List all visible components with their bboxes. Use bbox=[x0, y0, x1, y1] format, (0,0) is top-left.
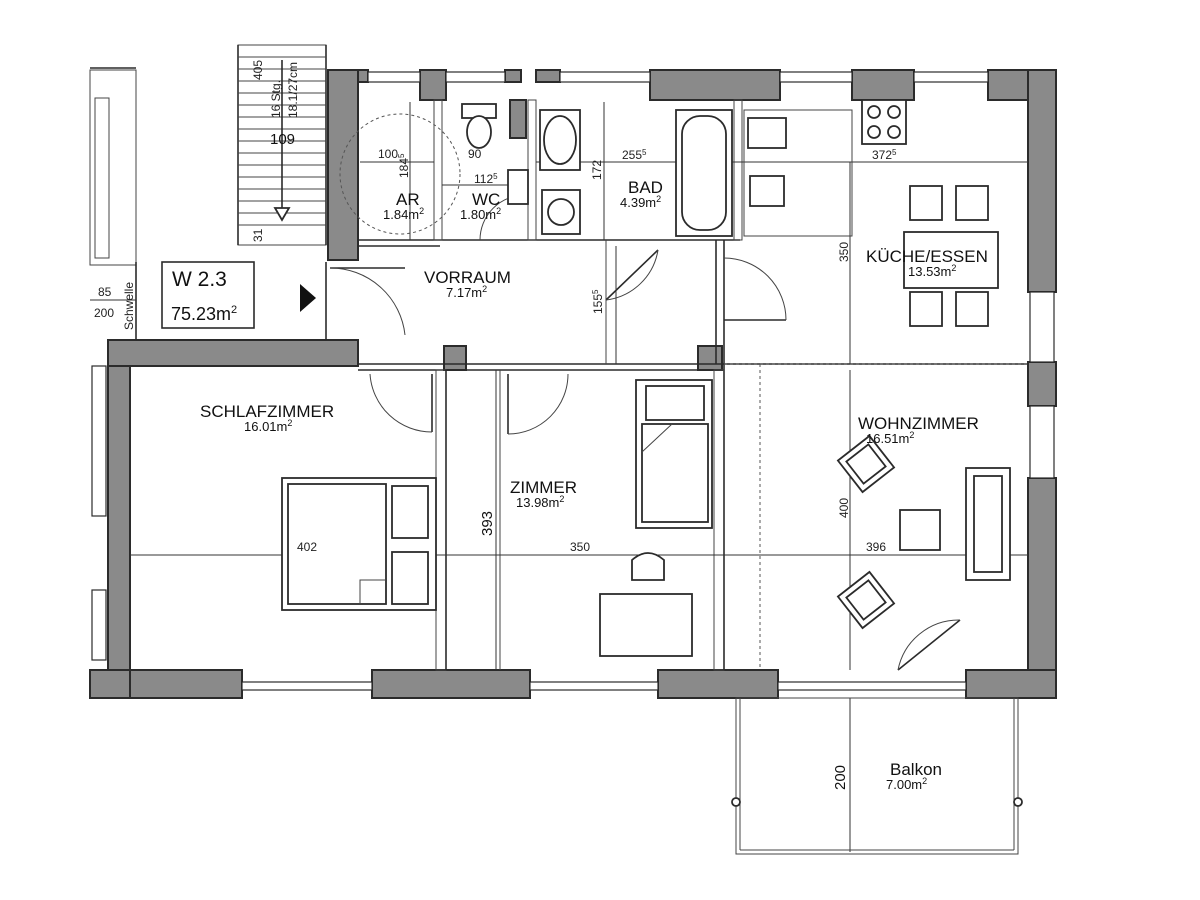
staircase: 405 16 Stg. 18.1/27cm 109 31 bbox=[237, 44, 327, 246]
room-area-wohnzimmer: 16.51m2 bbox=[866, 430, 914, 446]
dimension-lines bbox=[130, 102, 1028, 852]
dim-wc-width: 1125 bbox=[474, 172, 498, 186]
schwelle-label: Schwelle bbox=[122, 282, 136, 330]
dim-wohn-width: 396 bbox=[866, 540, 886, 554]
room-name-bad: BAD bbox=[628, 178, 663, 197]
room-name-wohnzimmer: WOHNZIMMER bbox=[858, 414, 979, 433]
dim-vorraum-width: 1555 bbox=[591, 289, 605, 314]
unit-label-box: W 2.3 75.23m2 85 200 Schwelle bbox=[90, 261, 327, 341]
furniture bbox=[281, 99, 1011, 657]
room-area-kueche: 13.53m2 bbox=[908, 263, 956, 279]
room-name-ar: AR bbox=[396, 190, 420, 209]
dim-balkon-depth: 200 bbox=[832, 765, 849, 790]
room-name-zimmer: ZIMMER bbox=[510, 478, 577, 497]
dim-ar-depth: 1845 bbox=[397, 153, 411, 178]
room-name-schlafzimmer: SCHLAFZIMMER bbox=[200, 402, 334, 421]
stair-rise: 18.1/27cm bbox=[286, 62, 300, 118]
doors bbox=[329, 113, 961, 671]
stair-bottom-dim: 31 bbox=[251, 228, 265, 242]
dim-kueche-width: 3725 bbox=[872, 148, 897, 162]
unit-area: 75.23m2 bbox=[171, 304, 237, 324]
room-name-kueche: KÜCHE/ESSEN bbox=[866, 247, 988, 266]
room-area-bad: 4.39m2 bbox=[620, 194, 661, 210]
room-area-schlafzimmer: 16.01m2 bbox=[244, 418, 292, 434]
stair-number: 109 bbox=[270, 131, 295, 148]
room-labels: AR 1.84m2 WC 1.80m2 BAD 4.39m2 KÜCHE/ESS… bbox=[200, 178, 988, 792]
entry-dim-85: 85 bbox=[98, 285, 112, 299]
windows bbox=[91, 71, 1055, 691]
room-area-balkon: 7.00m2 bbox=[886, 776, 927, 792]
dim-zimmer-depth: 393 bbox=[479, 511, 496, 536]
entrance-arrow-icon bbox=[300, 284, 316, 312]
neighbour-walls bbox=[89, 67, 137, 266]
dim-wohn-depth: 400 bbox=[837, 498, 851, 518]
dim-schlaf-width: 402 bbox=[297, 540, 317, 554]
room-name-wc: WC bbox=[472, 190, 500, 209]
room-name-balkon: Balkon bbox=[890, 760, 942, 779]
dim-wc-toilet: 90 bbox=[468, 147, 482, 161]
room-area-vorraum: 7.17m2 bbox=[446, 284, 487, 300]
room-area-zimmer: 13.98m2 bbox=[516, 494, 564, 510]
svg-text:1845: 1845 bbox=[397, 153, 411, 178]
svg-text:1555: 1555 bbox=[591, 289, 605, 314]
room-name-vorraum: VORRAUM bbox=[424, 268, 511, 287]
entry-dim-200: 200 bbox=[94, 306, 114, 320]
stair-steps: 16 Stg. bbox=[269, 80, 283, 118]
interior-walls bbox=[358, 99, 1028, 671]
balcony bbox=[731, 697, 1023, 855]
unit-label: W 2.3 bbox=[172, 268, 227, 291]
dim-ar-width: 100 bbox=[378, 147, 398, 161]
dimension-labels: 100 1845 90 1125 172 2555 3725 350 1555 … bbox=[297, 147, 897, 790]
stair-top-dim: 405 bbox=[251, 60, 265, 80]
room-area-wc: 1.80m2 bbox=[460, 206, 501, 222]
room-area-ar: 1.84m2 bbox=[383, 206, 424, 222]
columns bbox=[443, 345, 723, 371]
dim-bad-width: 2555 bbox=[622, 148, 647, 162]
dim-kueche-depth: 350 bbox=[837, 242, 851, 262]
dim-bad-depth: 172 bbox=[590, 160, 604, 180]
dim-zimmer-width: 350 bbox=[570, 540, 590, 554]
